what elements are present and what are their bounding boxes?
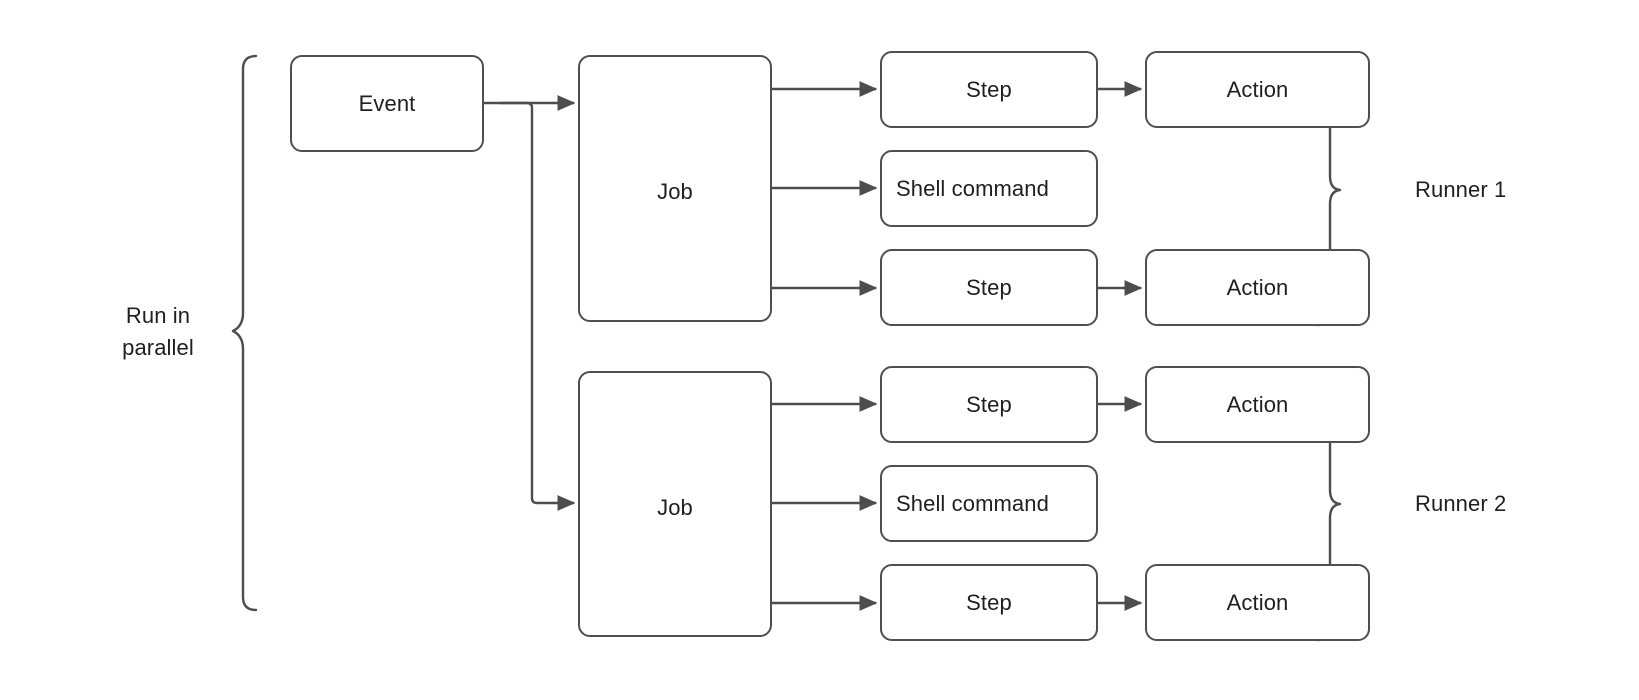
node-runner1-action-1[interactable]: Action	[1145, 51, 1370, 128]
node-runner1-action-1-label: Action	[1226, 76, 1289, 102]
node-runner1-action-2-label: Action	[1226, 274, 1289, 300]
node-job-2[interactable]: Job	[578, 371, 772, 637]
node-runner1-action-2[interactable]: Action	[1145, 249, 1370, 326]
node-runner1-step-1[interactable]: Step	[880, 51, 1098, 128]
node-runner2-action-2[interactable]: Action	[1145, 564, 1370, 641]
node-runner1-shell-command-label: Shell command	[896, 175, 1049, 201]
label-runner-1: Runner 1	[1415, 177, 1507, 202]
node-runner1-shell-command[interactable]: Shell command	[880, 150, 1098, 227]
label-runner-2: Runner 2	[1415, 491, 1507, 516]
node-job-2-label: Job	[657, 495, 693, 520]
edge-event-branch-to-job2	[500, 101, 576, 511]
node-runner2-action-1-label: Action	[1226, 391, 1289, 417]
node-runner2-step-2[interactable]: Step	[880, 564, 1098, 641]
label-run-in-parallel: Run in parallel	[122, 303, 194, 360]
node-job-1[interactable]: Job	[578, 55, 772, 322]
node-runner1-step-1-label: Step	[966, 76, 1012, 102]
node-runner2-shell-command-label: Shell command	[896, 490, 1049, 516]
node-runner2-step-1-label: Step	[966, 391, 1012, 417]
node-runner2-step-1[interactable]: Step	[880, 366, 1098, 443]
node-event[interactable]: Event	[290, 55, 484, 152]
node-event-label: Event	[358, 90, 416, 116]
node-runner2-step-2-label: Step	[966, 589, 1012, 615]
node-runner2-action-1[interactable]: Action	[1145, 366, 1370, 443]
node-runner2-shell-command[interactable]: Shell command	[880, 465, 1098, 542]
node-runner1-step-2[interactable]: Step	[880, 249, 1098, 326]
node-runner1-step-2-label: Step	[966, 274, 1012, 300]
node-runner2-action-2-label: Action	[1226, 589, 1289, 615]
node-job-1-label: Job	[657, 179, 693, 204]
brace-run-in-parallel	[231, 54, 258, 612]
